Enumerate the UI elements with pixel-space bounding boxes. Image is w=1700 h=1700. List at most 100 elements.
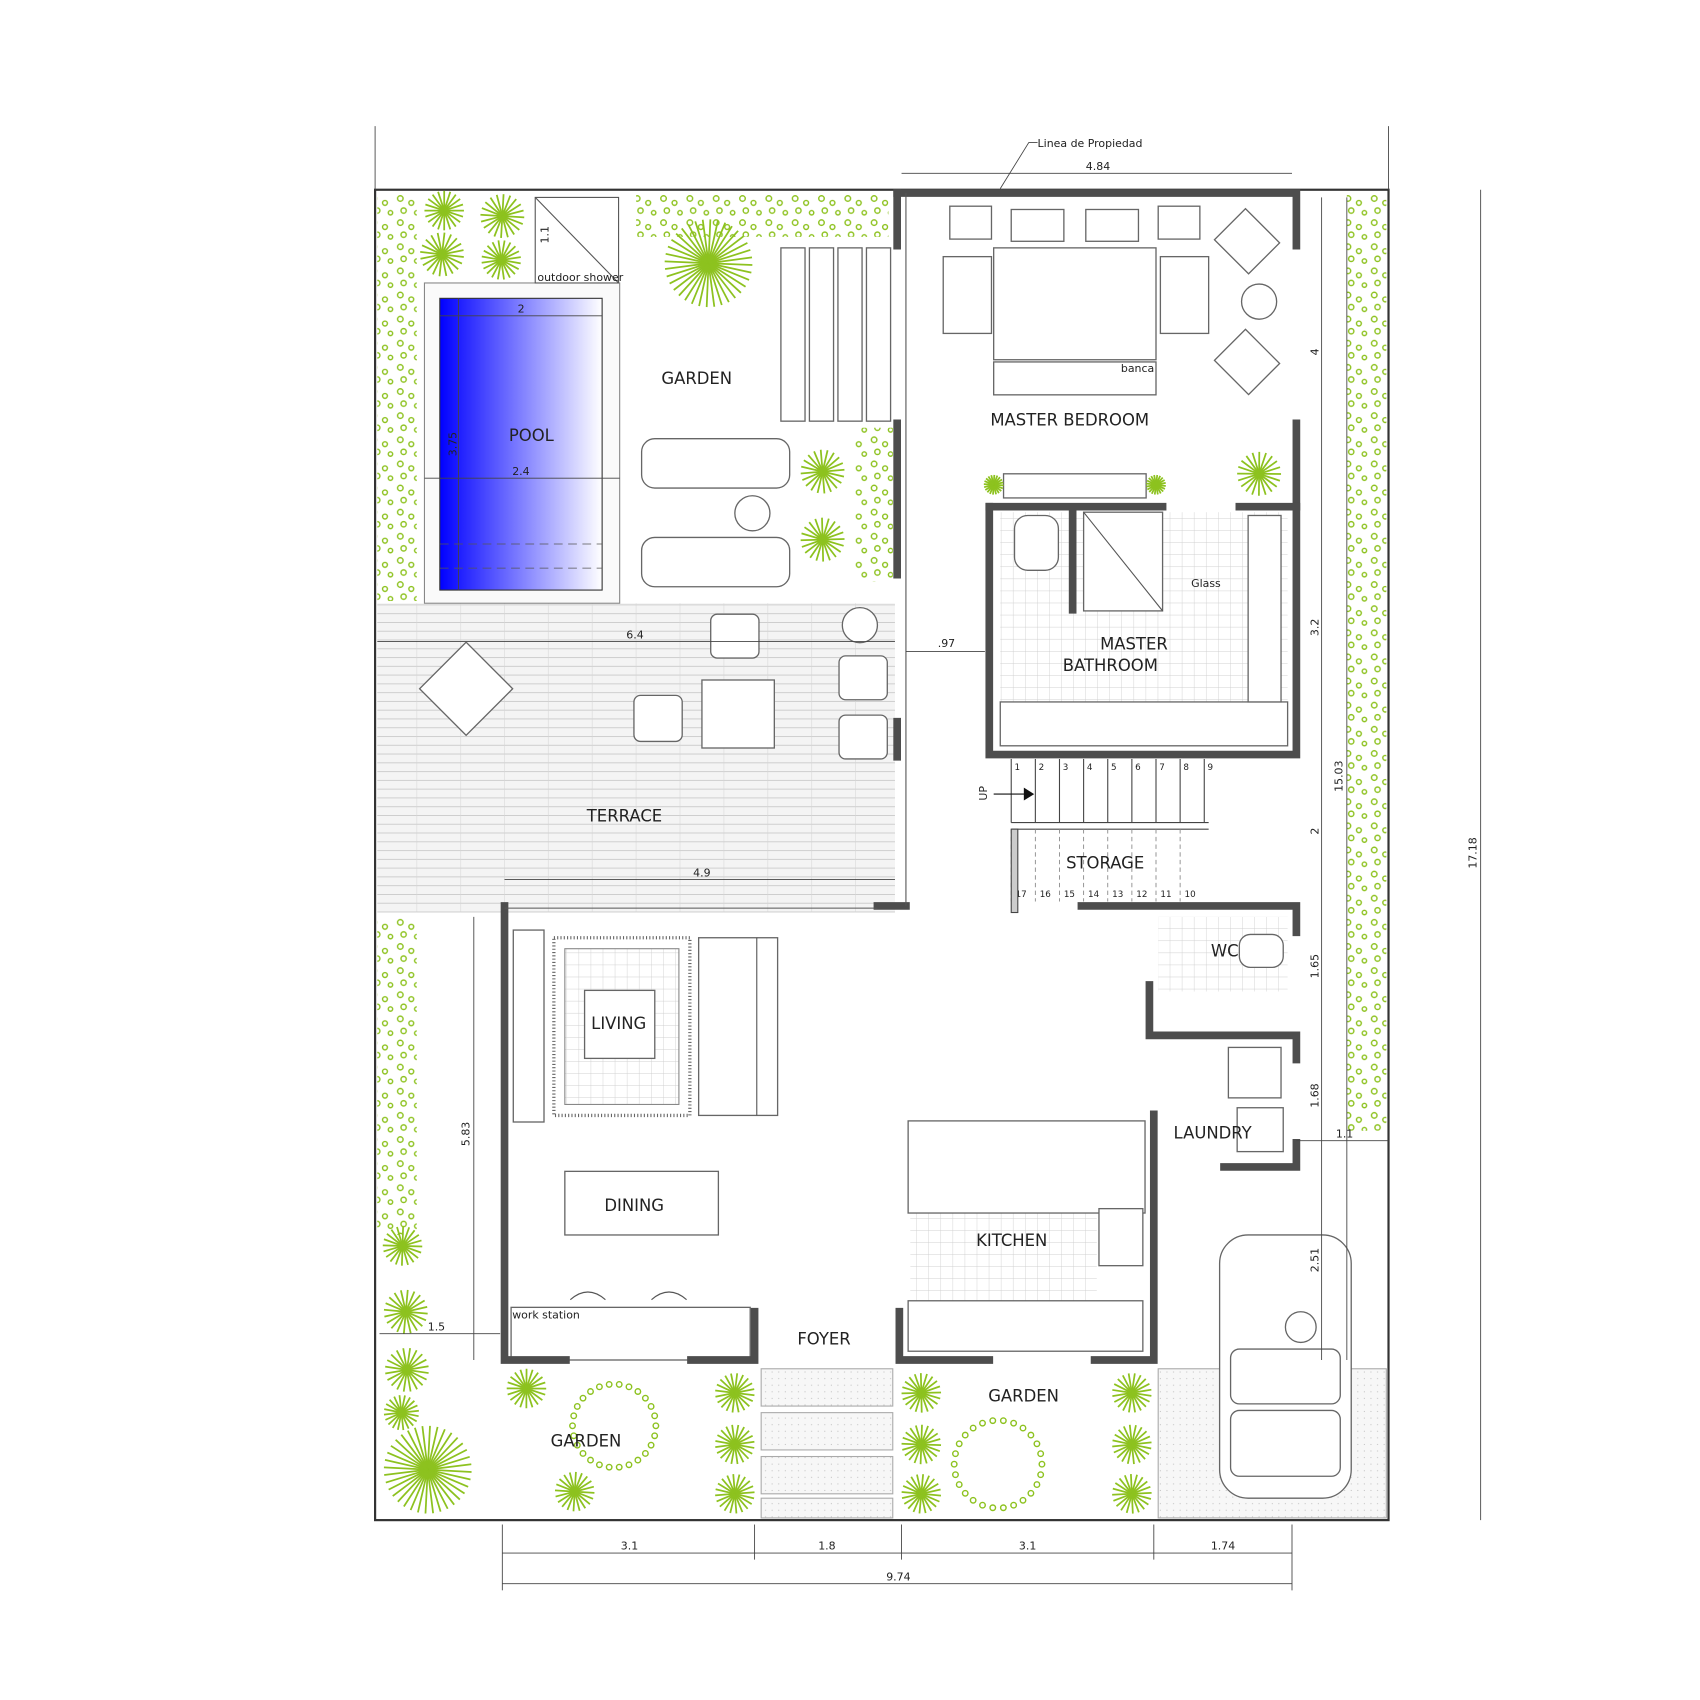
- stair-number: 6: [1135, 763, 1141, 773]
- palm-plant-icon: [800, 449, 845, 494]
- stair-direction-arrow-icon: [993, 787, 1035, 801]
- dim-right-setback: 1.1: [1336, 1127, 1353, 1140]
- palm-plant-icon: [1237, 451, 1282, 496]
- palm-plant-icon: [1112, 1373, 1152, 1413]
- sun-loungers: [640, 247, 892, 588]
- palm-plant-icon: [480, 194, 525, 239]
- palm-plant-icon: [1112, 1474, 1152, 1514]
- walls: [500, 189, 1301, 1364]
- dim-right-bedroom: 4: [1308, 348, 1321, 355]
- dim-bottom-4: 1.74: [1211, 1540, 1235, 1553]
- stair-number: 7: [1159, 763, 1165, 773]
- room-label-garden: GARDEN: [661, 369, 732, 388]
- dim-right-bathroom: 3.2: [1308, 619, 1321, 636]
- terrace-deck: [377, 603, 895, 913]
- palm-plant-icon: [715, 1424, 755, 1465]
- room-label-laundry: LAUNDRY: [1174, 1123, 1253, 1142]
- stair-number: 14: [1088, 890, 1100, 900]
- dim-bottom-total: 9.74: [886, 1570, 910, 1583]
- palm-plant-icon: [1112, 1424, 1152, 1465]
- room-label-foyer: FOYER: [797, 1330, 850, 1349]
- property-boundary: [373, 188, 1390, 1522]
- palm-plant-icon: [901, 1474, 942, 1514]
- room-label-pool: POOL: [509, 426, 555, 445]
- dimension-lines: [377, 142, 1482, 1591]
- palm-plant-icon: [901, 1373, 942, 1413]
- dim-terrace: 6.4: [626, 628, 643, 641]
- dim-right-laundry: 1.68: [1308, 1083, 1321, 1107]
- palm-plant-icon: [715, 1373, 755, 1413]
- dim-left-setback: 1.5: [428, 1320, 445, 1333]
- stairs-up-label: UP: [977, 786, 990, 801]
- dim-corridor: .97: [938, 637, 955, 650]
- dim-bottom-3: 3.1: [1019, 1540, 1036, 1553]
- dining-table: [510, 1170, 751, 1361]
- palm-plant-icon: [383, 1395, 419, 1431]
- stair-number: 15: [1064, 890, 1075, 900]
- dim-pool-outer: 2.4: [512, 465, 529, 478]
- dim-bottom-2: 1.8: [818, 1540, 835, 1553]
- dim-right-storage: 2: [1308, 828, 1321, 835]
- terrace-furniture: [418, 606, 888, 760]
- plants: [382, 190, 1282, 1514]
- stair-number: 2: [1039, 763, 1045, 773]
- palm-plant-icon: [383, 1425, 472, 1514]
- stair-number: 4: [1087, 763, 1093, 773]
- room-label-master-bathroom: MASTER: [1100, 634, 1168, 653]
- dim-pool-inner: 2: [518, 303, 525, 316]
- shrub-beds: [377, 193, 1387, 1235]
- room-label-master-bathroom-2: BATHROOM: [1063, 656, 1158, 675]
- dim-right-total: 15.03: [1332, 760, 1345, 791]
- dim-right-garage: 2.51: [1308, 1248, 1321, 1272]
- stair-number: 9: [1208, 763, 1214, 773]
- palm-plant-icon: [715, 1474, 755, 1514]
- stair-number: 3: [1063, 763, 1069, 773]
- stair-number: 10: [1185, 890, 1196, 900]
- room-label-storage: STORAGE: [1066, 854, 1144, 873]
- dim-left-side: 5.83: [459, 1122, 472, 1146]
- palm-plant-icon: [382, 1226, 423, 1266]
- shrub-ring-icon: [569, 1380, 660, 1471]
- palm-plant-icon: [424, 190, 464, 231]
- outdoor-shower: [534, 196, 620, 284]
- dim-bottom-1: 3.1: [621, 1540, 638, 1553]
- room-label-wc: WC: [1211, 941, 1239, 960]
- palm-plant-icon: [420, 232, 464, 277]
- palm-plant-icon: [383, 1289, 428, 1334]
- room-label-living: LIVING: [591, 1014, 646, 1033]
- banca-label: banca: [1121, 362, 1154, 375]
- palm-plant-icon: [554, 1471, 595, 1512]
- car: [1218, 1234, 1352, 1499]
- outdoor-shower-label: outdoor shower: [537, 271, 623, 284]
- palm-plant-icon: [1146, 474, 1166, 495]
- stair-number: 16: [1040, 890, 1052, 900]
- stair-number: 17: [1016, 890, 1027, 900]
- stair-number: 8: [1183, 763, 1189, 773]
- stair-number: 1: [1015, 763, 1021, 773]
- work-station-label: work station: [512, 1308, 580, 1321]
- palm-plant-icon: [385, 1348, 429, 1392]
- bedroom-furniture: [942, 205, 1281, 499]
- room-label-kitchen: KITCHEN: [976, 1231, 1047, 1250]
- dim-right-wc: 1.65: [1308, 954, 1321, 978]
- room-label-dining: DINING: [604, 1196, 664, 1215]
- palm-plant-icon: [664, 219, 753, 308]
- dim-plot-depth: 17.18: [1466, 837, 1479, 868]
- property-line-label: Linea de Propiedad: [1038, 137, 1143, 150]
- room-label-terrace: TERRACE: [586, 806, 662, 825]
- glass-label: Glass: [1191, 577, 1221, 590]
- dim-top-bedroom: 4.84: [1086, 160, 1110, 173]
- room-label-garden-front-left: GARDEN: [551, 1432, 622, 1451]
- palm-plant-icon: [506, 1368, 547, 1409]
- dim-terrace-lower: 4.9: [693, 866, 710, 879]
- stair-number: 11: [1160, 890, 1171, 900]
- palm-plant-icon: [901, 1424, 942, 1465]
- living-furniture: [512, 929, 779, 1123]
- stair-number: 13: [1112, 890, 1123, 900]
- pool: [423, 282, 621, 604]
- dim-shower: 1.1: [538, 226, 551, 243]
- stair-number: 5: [1111, 763, 1117, 773]
- shrub-ring-icon: [950, 1417, 1046, 1512]
- stair-number: 12: [1136, 890, 1147, 900]
